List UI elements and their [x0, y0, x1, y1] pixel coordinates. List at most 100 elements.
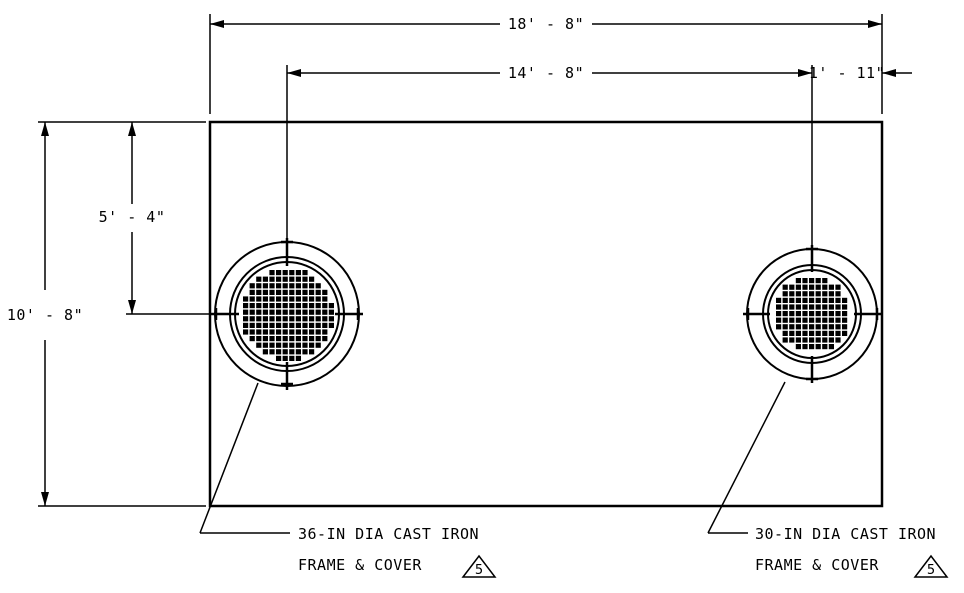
grate-cell	[276, 309, 282, 315]
overall-width-label: 10' - 8"	[7, 306, 83, 324]
overall-length-label: 18' - 8"	[508, 15, 584, 33]
grate-cell	[809, 304, 815, 310]
grate-cell	[789, 337, 795, 343]
grate-cell	[322, 303, 328, 309]
grate-cell	[256, 303, 262, 309]
grate-cell	[822, 297, 828, 303]
grate-cell	[269, 329, 275, 335]
callout-right: 30-IN DIA CAST IRON FRAME & COVER 5	[707, 381, 949, 578]
grate-cell	[282, 296, 288, 302]
grate-cell	[262, 309, 268, 315]
grate-cell	[282, 322, 288, 328]
grate-cell	[309, 336, 315, 342]
manhole-30in	[743, 245, 881, 383]
grate-cell	[782, 297, 788, 303]
grate-cell	[789, 284, 795, 290]
grate-cell	[802, 304, 808, 310]
center-from-top-label: 5' - 4"	[99, 208, 166, 226]
grate-cell	[789, 311, 795, 317]
grate-cell	[822, 324, 828, 330]
grate-cell	[276, 322, 282, 328]
grate-cell	[302, 289, 308, 295]
grate-cell	[289, 342, 295, 348]
grate-cell	[322, 316, 328, 322]
grate-cell	[269, 342, 275, 348]
grate-cell	[302, 270, 308, 276]
callout-left-revision: 5	[475, 563, 483, 578]
grate-cell	[256, 322, 262, 328]
grate-cell	[256, 296, 262, 302]
grate-cell	[289, 289, 295, 295]
grate-cell	[815, 311, 821, 317]
grate-cell	[282, 276, 288, 282]
grate-cell	[795, 291, 801, 297]
grate-cell	[282, 309, 288, 315]
grate-cell	[795, 317, 801, 323]
grate-cell	[776, 311, 782, 317]
grate-cell	[822, 311, 828, 317]
grate-cell	[835, 297, 841, 303]
grate-cell	[262, 322, 268, 328]
grate-cell	[315, 303, 321, 309]
grate-cell	[782, 324, 788, 330]
grate-cell	[249, 303, 255, 309]
grate-cell	[835, 324, 841, 330]
grate-cell	[262, 283, 268, 289]
revision-triangle-icon	[913, 554, 949, 578]
grate-cell	[295, 342, 301, 348]
grate-cell	[795, 304, 801, 310]
grate-cell	[815, 344, 821, 350]
grate-cell	[289, 322, 295, 328]
grate-cell	[262, 342, 268, 348]
grate-cell	[276, 276, 282, 282]
grate-cell	[262, 303, 268, 309]
grate-cell	[276, 336, 282, 342]
grate-cell	[809, 344, 815, 350]
grate-cell	[828, 330, 834, 336]
grate-cell	[795, 297, 801, 303]
edge-offset-label: 1' - 11"	[809, 64, 885, 82]
grate-cell	[315, 296, 321, 302]
grate-cell	[815, 330, 821, 336]
grate-cell	[302, 349, 308, 355]
callout-left-line1: 36-IN DIA CAST IRON	[298, 525, 479, 543]
grate-cell	[315, 322, 321, 328]
grate-cell	[295, 283, 301, 289]
grate-cell	[815, 291, 821, 297]
grate-cell	[302, 296, 308, 302]
grate-cell	[822, 278, 828, 284]
grate-cell	[789, 317, 795, 323]
grate-cell	[822, 337, 828, 343]
grate-cell	[262, 289, 268, 295]
grate-cell	[289, 336, 295, 342]
grate-cell	[256, 336, 262, 342]
grate-cell	[842, 311, 848, 317]
grate-cell	[295, 276, 301, 282]
grate-cell	[789, 291, 795, 297]
grate-cell	[789, 330, 795, 336]
grate-cell	[289, 296, 295, 302]
grate-cell	[295, 270, 301, 276]
grate-cell	[249, 322, 255, 328]
dimension-edge-offset: 1' - 11"	[809, 64, 912, 82]
grate-cell	[302, 276, 308, 282]
grate-cell	[322, 289, 328, 295]
grate-cell	[802, 311, 808, 317]
grate-cell	[262, 276, 268, 282]
grate-cell	[269, 270, 275, 276]
grate-cell	[262, 349, 268, 355]
grate-cell	[822, 284, 828, 290]
grate-cell	[835, 317, 841, 323]
dimension-overall-length: 18' - 8"	[209, 14, 883, 114]
grate-cell	[789, 324, 795, 330]
grate-cell	[276, 355, 282, 361]
grate-cell	[809, 317, 815, 323]
grate-cell	[835, 291, 841, 297]
grate-cell	[822, 291, 828, 297]
grate-cell	[269, 303, 275, 309]
grate-cell	[835, 337, 841, 343]
grate-cell	[782, 317, 788, 323]
grate-cell	[815, 337, 821, 343]
grate-cell	[309, 322, 315, 328]
grate-cell	[249, 329, 255, 335]
